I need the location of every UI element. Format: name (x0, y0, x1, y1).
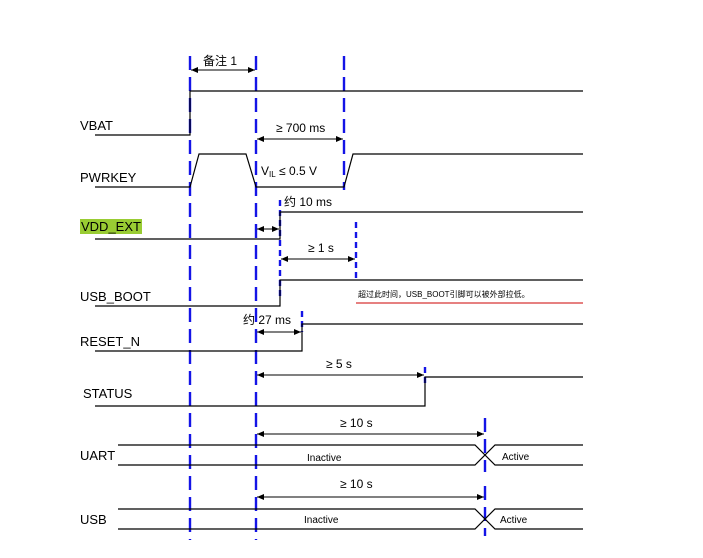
usb-active-text: Active (500, 515, 528, 526)
t27ms-text: 约 27 ms (243, 312, 291, 327)
t10s-uart-text: ≥ 10 s (340, 416, 373, 430)
t1s-text: ≥ 1 s (308, 241, 334, 255)
vbat-waveform (95, 90, 583, 136)
t10s-usb-text: ≥ 10 s (340, 477, 373, 491)
usb-label: USB (80, 512, 107, 527)
uart-active-text: Active (502, 452, 530, 463)
usb-boot-waveform (95, 279, 583, 307)
t700-text: ≥ 700 ms (276, 121, 325, 135)
reset-n-label: RESET_N (80, 334, 140, 349)
usb-inactive-text: Inactive (304, 515, 339, 526)
vdd-ext-label: VDD_EXT (81, 219, 141, 234)
vil-text: VIL ≤ 0.5 V (261, 164, 317, 179)
usb-boot-note: 超过此时间，USB_BOOT引脚可以被外部拉低。 (358, 289, 530, 299)
vdd-ext-highlight (80, 219, 142, 234)
vbat-label: VBAT (80, 118, 113, 133)
pwrkey-label: PWRKEY (80, 170, 137, 185)
t5s-text: ≥ 5 s (326, 357, 352, 371)
vdd-ext-waveform (95, 211, 583, 240)
pwrkey-waveform (95, 153, 583, 188)
t10ms-text: 约 10 ms (284, 194, 332, 209)
uart-inactive-text: Inactive (307, 453, 342, 464)
uart-bus-waveform (118, 444, 583, 466)
usb-boot-label: USB_BOOT (80, 289, 151, 304)
status-waveform (95, 376, 583, 407)
note1-text: 备注 1 (203, 53, 237, 68)
uart-label: UART (80, 448, 115, 463)
status-label: STATUS (83, 386, 133, 401)
reset-n-waveform (95, 323, 583, 352)
usb-bus-waveform (118, 508, 583, 530)
